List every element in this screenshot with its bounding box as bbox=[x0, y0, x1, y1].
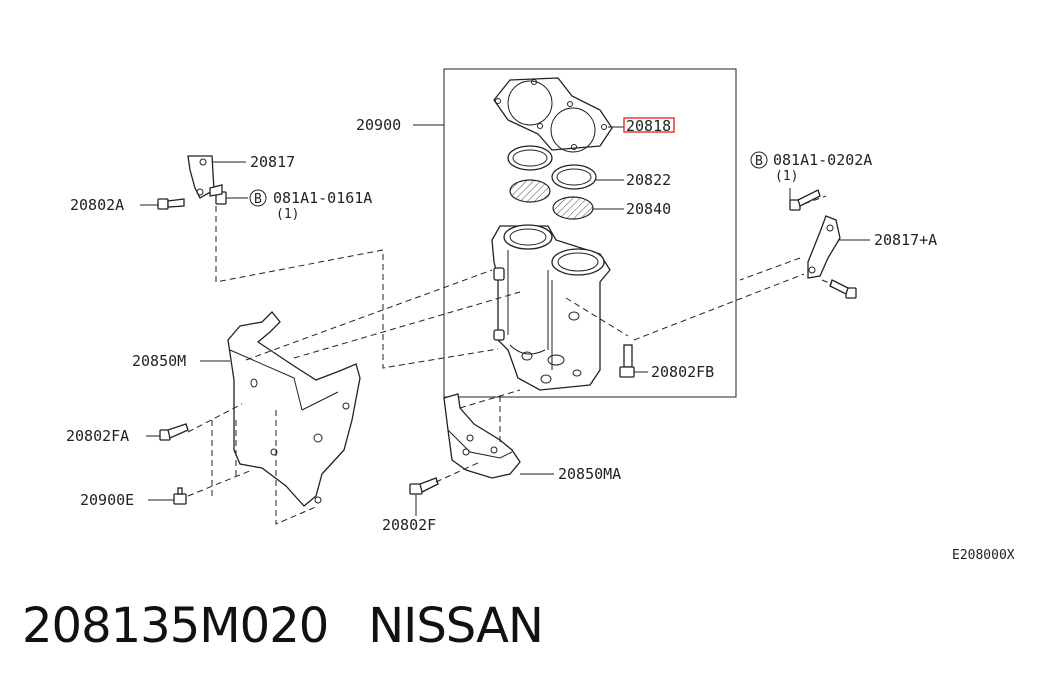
converter-body-part[interactable] bbox=[491, 224, 611, 391]
label-ring-upper: 20822 bbox=[626, 171, 671, 189]
brand-name: NISSAN bbox=[368, 598, 544, 654]
label-bracket-right: 20817+A bbox=[874, 231, 937, 249]
part-footer: 208135M020 NISSAN bbox=[22, 598, 544, 654]
label-bolt-f: 20802F bbox=[382, 516, 436, 534]
label-cover-left: 20850M bbox=[132, 352, 186, 370]
label-cover-lower: 20850MA bbox=[558, 465, 621, 483]
circled-b-right-letter: B bbox=[755, 154, 763, 169]
label-bolt-spec-left: 081A1-0161A bbox=[273, 189, 372, 207]
cover-lower-part[interactable] bbox=[443, 393, 521, 479]
parts-diagram: 20900 20818 20822 20840 20817 20802A B 0… bbox=[66, 68, 1015, 563]
gasket-part[interactable] bbox=[493, 77, 613, 153]
gasket-highlight-box bbox=[623, 117, 675, 133]
part-number: 208135M020 bbox=[22, 598, 329, 654]
label-bolt-left: 20802A bbox=[70, 196, 124, 214]
bolt-e-part[interactable] bbox=[173, 487, 187, 505]
assembly-frame bbox=[443, 68, 737, 398]
label-assembly: 20900 bbox=[356, 116, 401, 134]
label-bracket-left: 20817 bbox=[250, 153, 295, 171]
bolt-b-right-part[interactable] bbox=[789, 189, 821, 211]
label-ring-lower: 20840 bbox=[626, 200, 671, 218]
bolt-right-lower-part[interactable] bbox=[829, 279, 857, 299]
label-bolt-fb: 20802FB bbox=[651, 363, 714, 381]
label-gasket: 20818 bbox=[626, 117, 671, 135]
cover-left-part[interactable] bbox=[227, 311, 361, 507]
bracket-right-part[interactable] bbox=[807, 215, 841, 279]
label-bolt-fa: 20802FA bbox=[66, 427, 129, 445]
circled-b-left-letter: B bbox=[254, 192, 262, 207]
ring-lower-part[interactable] bbox=[509, 179, 594, 220]
bolt-fb-part[interactable] bbox=[619, 344, 635, 378]
label-bolt-spec-right: 081A1-0202A bbox=[773, 151, 872, 169]
circled-b-left-icon bbox=[249, 189, 267, 207]
bolt-f-part[interactable] bbox=[409, 477, 439, 495]
ring-upper-part[interactable] bbox=[507, 145, 597, 190]
circled-b-right-icon bbox=[750, 151, 768, 169]
label-bolt-spec-left-qty: (1) bbox=[276, 207, 299, 222]
label-diagram-code: E208000X bbox=[952, 548, 1015, 563]
label-bolt-spec-right-qty: (1) bbox=[775, 169, 798, 184]
assembly-dashed-lines bbox=[187, 195, 833, 525]
label-bolt-e: 20900E bbox=[80, 491, 134, 509]
bolt-left-part[interactable] bbox=[157, 198, 185, 210]
bracket-left-part[interactable] bbox=[187, 155, 215, 199]
bolt-b-left-part[interactable] bbox=[209, 184, 227, 205]
bolt-fa-part[interactable] bbox=[159, 423, 189, 441]
